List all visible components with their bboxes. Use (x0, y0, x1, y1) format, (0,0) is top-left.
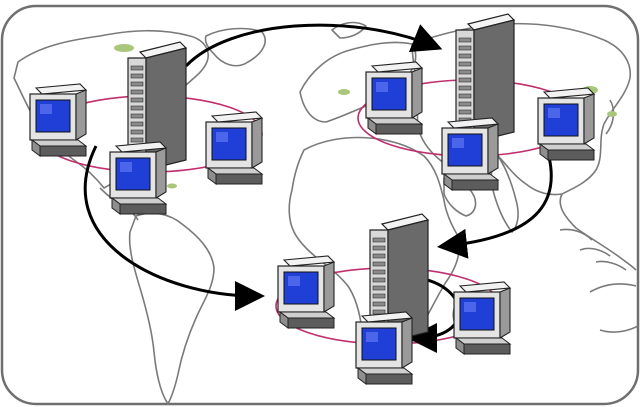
crt-workstation-icon (205, 111, 263, 185)
crt-workstation-icon (537, 87, 595, 161)
link-eurasia-to-africa (437, 139, 553, 259)
crt-workstation-icon (277, 255, 335, 329)
crt-workstation-icon (453, 281, 511, 355)
link-americas-to-africa (83, 145, 265, 311)
crt-workstation-icon (109, 141, 167, 215)
link-americas-to-eurasia (184, 23, 443, 68)
links (83, 23, 553, 353)
crt-workstation-icon (355, 311, 413, 385)
crt-workstation-icon (29, 83, 87, 157)
crt-workstation-icon (441, 117, 499, 191)
crt-workstation-icon (365, 61, 423, 135)
